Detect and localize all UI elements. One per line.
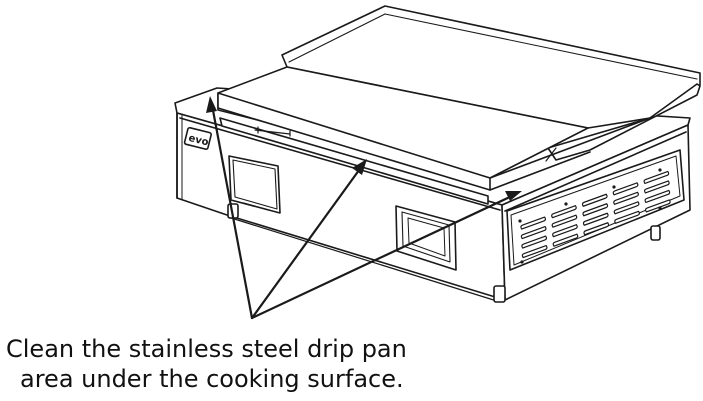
vent-slot [582, 212, 609, 226]
callout-arrow-left [210, 103, 254, 320]
callout-arrow-center [250, 164, 364, 320]
callout-arrows [206, 96, 522, 320]
vent-screw [612, 185, 616, 189]
vent-slot [643, 180, 670, 194]
vent-slot [521, 244, 548, 259]
vent-slot [614, 210, 640, 224]
vent-slot [581, 193, 608, 207]
vent-screw [658, 168, 662, 172]
vent-slot [521, 235, 548, 249]
callout-arrow-right [250, 193, 516, 320]
vent-slot [520, 216, 547, 230]
vent-slot [551, 214, 578, 228]
vent-slot [520, 225, 547, 240]
vent-slot [552, 233, 579, 247]
brand-label: evo [187, 133, 209, 149]
brand-badge [183, 126, 212, 151]
vent-screw [520, 260, 524, 264]
arrowhead-right [505, 191, 522, 201]
vent-slot [583, 222, 610, 236]
arrowhead-center [352, 159, 367, 175]
vent-screw [658, 206, 662, 210]
vent-slots [520, 170, 671, 259]
front-access-panel [228, 155, 281, 214]
vent-slot [582, 203, 609, 217]
vent-screws [518, 168, 662, 264]
drip-pan-slot [219, 117, 489, 205]
arrowhead-left [206, 96, 217, 113]
caption-line-2: area under the cooking surface. [20, 365, 404, 393]
vent-screw [518, 219, 522, 223]
vent-slot [644, 199, 671, 213]
vent-slot [613, 191, 639, 205]
vent-slot [612, 182, 639, 196]
cooking-surface [217, 5, 701, 191]
vent-slot [643, 170, 670, 185]
vent-slot [613, 201, 640, 215]
griddle-feet [227, 203, 661, 303]
caption-line-1: Clean the stainless steel drip pan [6, 335, 407, 363]
vent-slot [552, 224, 578, 238]
vent-screw [564, 202, 568, 206]
vent-slot [551, 205, 577, 219]
vent-slot [644, 189, 671, 204]
control-window [395, 205, 457, 271]
